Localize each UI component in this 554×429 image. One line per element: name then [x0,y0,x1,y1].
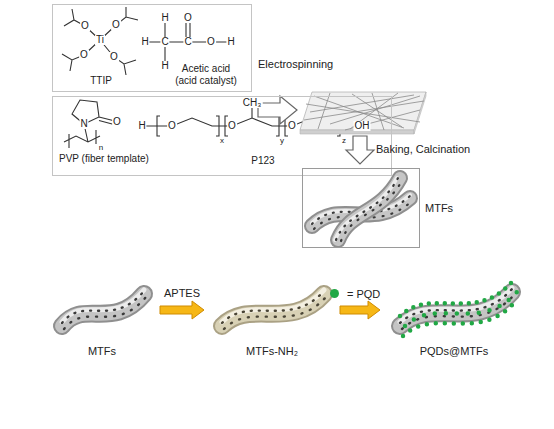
bond-lines [64,100,115,148]
fiber-stage: MTFs [48,272,156,362]
atom-label: H [160,61,169,71]
precursor-box: TTIP Acetic acid (acid catalyst) [52,4,252,92]
atom-label: O [206,37,216,47]
atom-label: O [112,117,122,127]
structure-name: PVP (fiber template) [59,153,149,165]
edge-label: APTES [164,287,200,300]
mat-side [414,92,426,134]
structure-name: Acetic acid (acid catalyst) [171,63,241,86]
atom-label: O [287,121,297,131]
atom-label: C [160,37,169,47]
atom-label: Ti [95,35,105,45]
atom-label: O [167,121,177,131]
atom-label: H [226,37,235,47]
atom-label: O [183,13,193,23]
fiber-mat [300,92,426,134]
structure-name: P123 [251,155,274,167]
polymer-box: PVP (fiber template) P123 [52,96,392,176]
atom-label: C [183,37,192,47]
atom-label: H [160,13,169,23]
atom-label: H [137,121,146,131]
bond-lines [145,18,231,66]
process-label: Baking, Calcination [376,143,470,156]
product-box: MTFs [302,168,420,248]
mat-top [300,92,426,130]
atom-label: y [279,137,285,145]
atom-label: x [219,137,225,145]
process-arrow [346,136,374,164]
stage-label: MTFs [88,345,116,358]
reaction-arrow [160,301,204,319]
bond-lines [62,7,138,75]
stage-label: PQDs@MTFs [420,345,489,358]
atom-label: N [79,119,88,129]
atom-label: CH₃ [242,98,263,108]
fiber [335,178,403,241]
atom-label: H [140,37,149,47]
atom-label: O [109,52,119,62]
fiber [62,290,146,329]
fiber [400,282,517,336]
stage-label: MTFs [425,202,453,215]
atom-label: O [227,121,237,131]
atom-label: O [80,21,90,31]
atom-label: O [79,50,89,60]
process-label: Electrospinning [258,58,333,71]
mat-fibers [304,93,424,130]
atom-label: O [111,20,121,30]
fiber-stage: MTFs-NH₂ [208,272,336,362]
atom-label: OH [354,121,371,131]
process-arrow [258,96,297,124]
atom-label: n [98,144,104,152]
atom-label: z [341,137,347,145]
legend-dot [330,289,339,298]
reaction-arrow [340,301,380,319]
legend-text: = PQD [347,288,380,301]
fiber-stage: PQDs@MTFs [384,272,524,362]
structure-name: TTIP [90,75,112,87]
stage-label: MTFs-NH₂ [246,345,298,358]
fiber [222,290,326,329]
